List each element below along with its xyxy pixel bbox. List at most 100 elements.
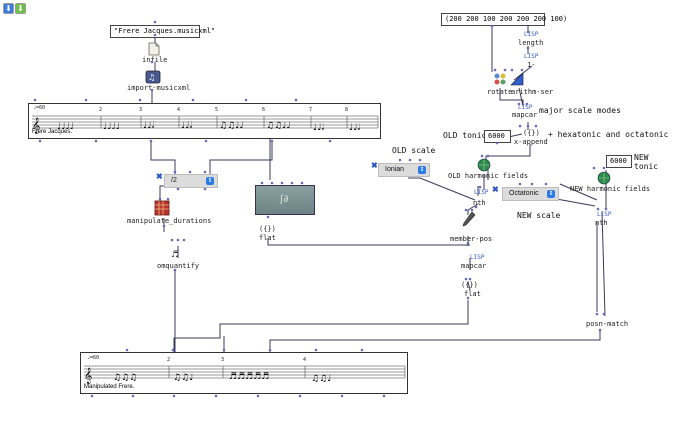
member-pos-label: member-pos	[450, 235, 493, 243]
chevron-updown-icon: ⇕	[418, 166, 426, 174]
new-harmonic-fields-icon[interactable]	[597, 170, 611, 185]
score-top-tempo: ♩=60	[33, 105, 46, 111]
score-top-title: Frere Jacques.	[32, 129, 73, 135]
hexatonic-comment: + hexatonic and octatonic	[548, 130, 669, 139]
old-harmonic-fields-icon[interactable]	[477, 157, 491, 172]
down-arrow-button[interactable]: ⬇	[3, 3, 14, 14]
lisp-badge: LISP	[474, 189, 489, 196]
new-tonic-comment: NEW tonic	[634, 153, 659, 171]
member-pos-icon[interactable]	[462, 211, 476, 229]
close-icon[interactable]: ✖	[371, 161, 378, 170]
major-modes-comment: major scale modes	[539, 106, 621, 115]
svg-text:♫♫♩♩: ♫♫♩♩	[219, 121, 244, 131]
lisp-badge: LISP	[518, 104, 533, 111]
lisp-badge: LISP	[524, 53, 539, 60]
flat-left-label: flat	[259, 234, 276, 242]
old-harmonic-label: OLD harmonic fields	[448, 172, 529, 180]
lisp-badge: LISP	[470, 254, 485, 261]
svg-text:♫♫♩: ♫♫♩	[173, 373, 193, 383]
sphere-icon	[597, 171, 611, 185]
mapcar-mid-label: mapcar	[461, 262, 487, 270]
measure-number: 8	[345, 107, 349, 113]
series-icon	[510, 72, 524, 86]
lisp-badge: LISP	[597, 211, 612, 218]
paren-top: ({})	[523, 129, 540, 137]
x-append-label: x-append	[514, 138, 548, 146]
infile-label: infile	[142, 56, 168, 64]
sphere-icon	[477, 158, 491, 172]
lisp-badge: LISP	[524, 31, 539, 38]
score-bottom-title: Manipulated Frere.	[84, 384, 135, 390]
lambda-patch-box[interactable]: ʃ∂	[255, 185, 315, 215]
svg-text:𝄞: 𝄞	[84, 368, 92, 384]
chevron-updown-icon: ⇕	[547, 190, 555, 198]
close-icon[interactable]: ✖	[492, 185, 499, 194]
green-arrow-button[interactable]: ⬇	[15, 3, 26, 14]
import-musicxml-icon[interactable]: ♫	[145, 69, 161, 84]
arithm-ser-label: arithm-ser	[511, 88, 554, 96]
measure-number: 5	[215, 107, 219, 113]
svg-text:♩♩♩♩: ♩♩♩♩	[103, 122, 120, 132]
staff-top: 𝄞 ♩♩♩♩♩♩♩♩♩♩𝅗𝅥 ♩♩𝅗𝅥♫♫♩♩♫♫♩♩ ♩♩𝅗𝅥♩♩𝅗𝅥	[32, 115, 379, 134]
old-tonic-value-box[interactable]: 6000	[484, 130, 511, 143]
rotate-icon[interactable]	[493, 71, 507, 85]
paren-mid: ({})	[461, 281, 478, 289]
new-harmonic-label: NEW harmonic fields	[570, 185, 651, 193]
octatonic-menu-value: Octatonic	[509, 190, 539, 197]
patch-icon: ʃ∂	[280, 194, 289, 205]
score-bottom[interactable]: 𝄞 ♫♫♫♫♫♩ ♬♬♬♬♬♫♫♩ ♩=60 2 3 4 Manipulated…	[80, 352, 408, 394]
notes-icon: ♬	[171, 250, 179, 260]
nth-right-label: nth	[595, 219, 608, 227]
svg-text:♩♩𝅗𝅥: ♩♩𝅗𝅥	[349, 123, 361, 133]
measure-number: 6	[262, 107, 266, 113]
old-scale-comment: OLD scale	[392, 146, 436, 155]
score-top[interactable]: 𝄞 ♩♩♩♩♩♩♩♩♩♩𝅗𝅥 ♩♩𝅗𝅥♫♫♩♩♫♫♩♩ ♩♩𝅗𝅥♩♩𝅗𝅥 ♩=6…	[28, 103, 381, 139]
measure-number: 3	[139, 107, 143, 113]
length-label: length	[518, 39, 544, 47]
manipulate-durations-icon[interactable]	[154, 200, 170, 216]
staff-bottom: 𝄞 ♫♫♫♫♫♩ ♬♬♬♬♬♫♫♩	[84, 365, 406, 384]
arithm-ser-icon[interactable]	[510, 71, 524, 86]
svg-text:♫♫♫: ♫♫♫	[113, 373, 137, 383]
omquantify-icon[interactable]: ♬	[170, 244, 184, 260]
filename-value-box[interactable]: "Frere Jacques.musicxml"	[110, 25, 215, 38]
svg-text:♫♫♩♩: ♫♫♩♩	[266, 121, 291, 131]
flat-mid-label: flat	[464, 290, 481, 298]
measure-number: 7	[309, 107, 313, 113]
grid-icon	[154, 200, 170, 216]
rotate-label: rotate	[487, 88, 513, 96]
svg-text:𝄞: 𝄞	[32, 118, 40, 134]
list-value-box[interactable]: (200 200 100 200 200 200 100)	[441, 13, 567, 26]
svg-text:♬: ♬	[171, 250, 179, 259]
new-scale-comment: NEW scale	[517, 211, 561, 220]
import-musicxml-label: import-musicxml	[127, 84, 191, 92]
measure-number: 2	[167, 357, 171, 363]
arrow-down-icon: ⬇	[5, 4, 12, 13]
ionian-menu[interactable]: Ionian ⇕	[378, 163, 430, 177]
nth-left-label: nth	[473, 199, 486, 207]
svg-text:♬♬♬♬♬: ♬♬♬♬♬	[229, 372, 269, 382]
rotate-glyph-icon	[494, 73, 506, 85]
octatonic-menu[interactable]: Octatonic ⇕	[502, 187, 559, 201]
omquantify-label: omquantify	[157, 262, 200, 270]
score-bottom-tempo: ♩=60	[87, 355, 100, 361]
posn-match-label: posn-match	[586, 320, 629, 328]
paren-left: ({})	[259, 225, 276, 233]
measure-number: 4	[303, 357, 307, 363]
ionian-menu-value: Ionian	[385, 166, 405, 173]
pen-icon	[462, 211, 476, 227]
music-import-icon: ♫	[145, 70, 161, 84]
infile-icon[interactable]	[148, 41, 160, 56]
file-icon	[148, 42, 160, 56]
new-tonic-value-box[interactable]: 6000	[606, 155, 632, 168]
divide-menu-value: /2	[171, 177, 177, 184]
chevron-updown-icon: ⇕	[206, 177, 214, 185]
close-icon[interactable]: ✖	[156, 172, 163, 181]
svg-text:♫: ♫	[148, 73, 155, 82]
svg-text:♩♩♩♩: ♩♩♩♩	[57, 122, 74, 132]
divide-menu[interactable]: /2 ⇕	[164, 174, 218, 188]
svg-text:♩♩𝅗𝅥: ♩♩𝅗𝅥	[143, 121, 155, 131]
measure-number: 4	[177, 107, 181, 113]
measure-number: 2	[99, 107, 103, 113]
old-tonic-comment: OLD tonic	[443, 131, 487, 140]
